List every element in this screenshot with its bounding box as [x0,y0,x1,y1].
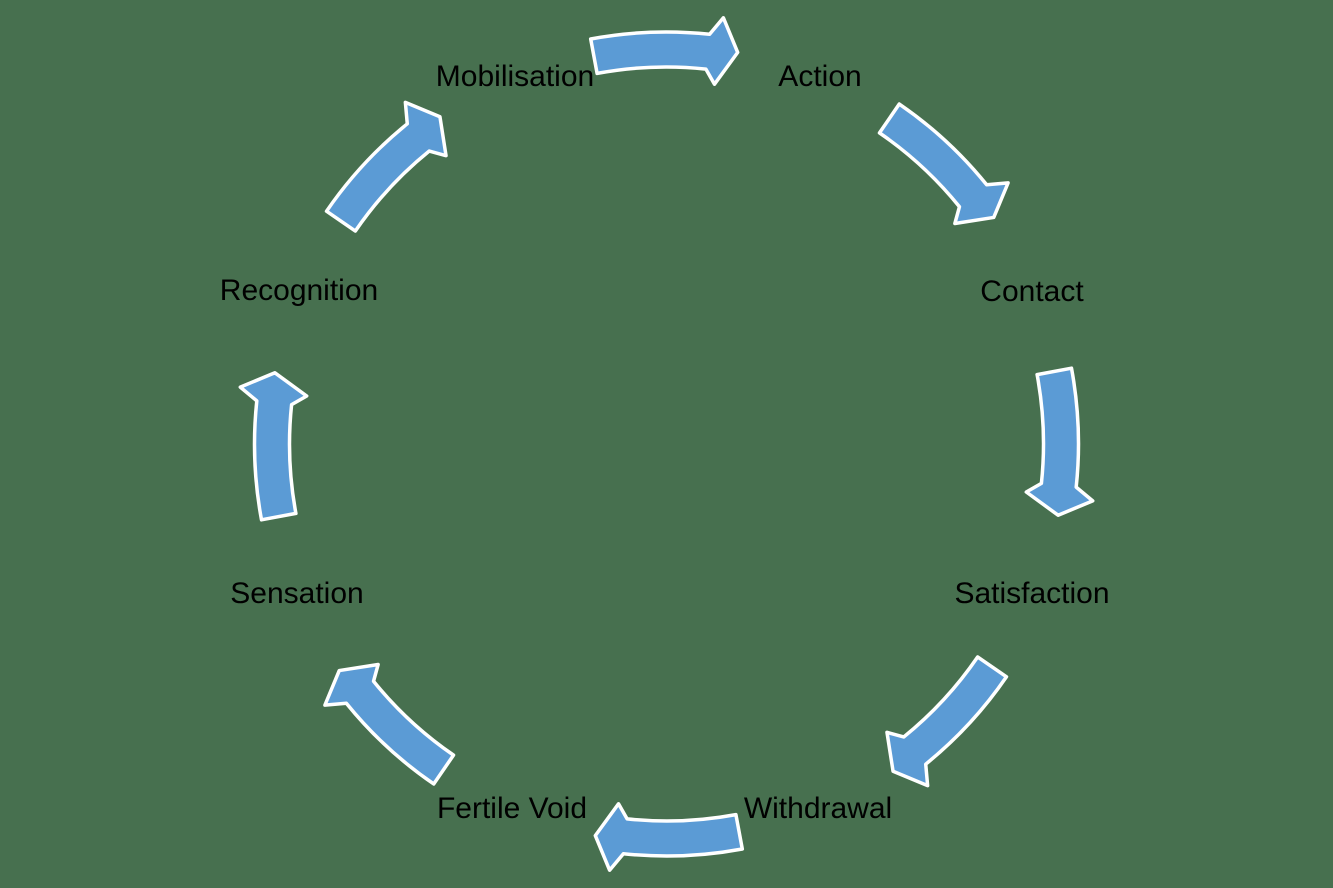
arrow-recognition-to-mobilisation [309,90,465,245]
arrow-contact-to-satisfaction [1024,366,1095,517]
arrow-fertile-void-to-sensation [313,646,468,801]
arrow-action-to-contact [865,87,1020,242]
arrow-mobilisation-to-action [588,16,740,86]
stage-label-satisfaction: Satisfaction [954,577,1110,610]
stage-label-recognition: Recognition [219,274,379,307]
stage-label-mobilisation: Mobilisation [435,60,595,93]
stage-label-contact: Contact [980,275,1084,308]
stage-label-sensation: Sensation [230,577,364,610]
arrow-sensation-to-recognition [238,371,309,522]
stage-label-fertile-void: Fertile Void [436,792,588,825]
stage-label-action: Action [778,60,862,93]
arrow-withdrawal-to-fertile-void [593,802,745,872]
stage-label-withdrawal: Withdrawal [743,792,893,825]
arrow-satisfaction-to-withdrawal [868,643,1024,798]
